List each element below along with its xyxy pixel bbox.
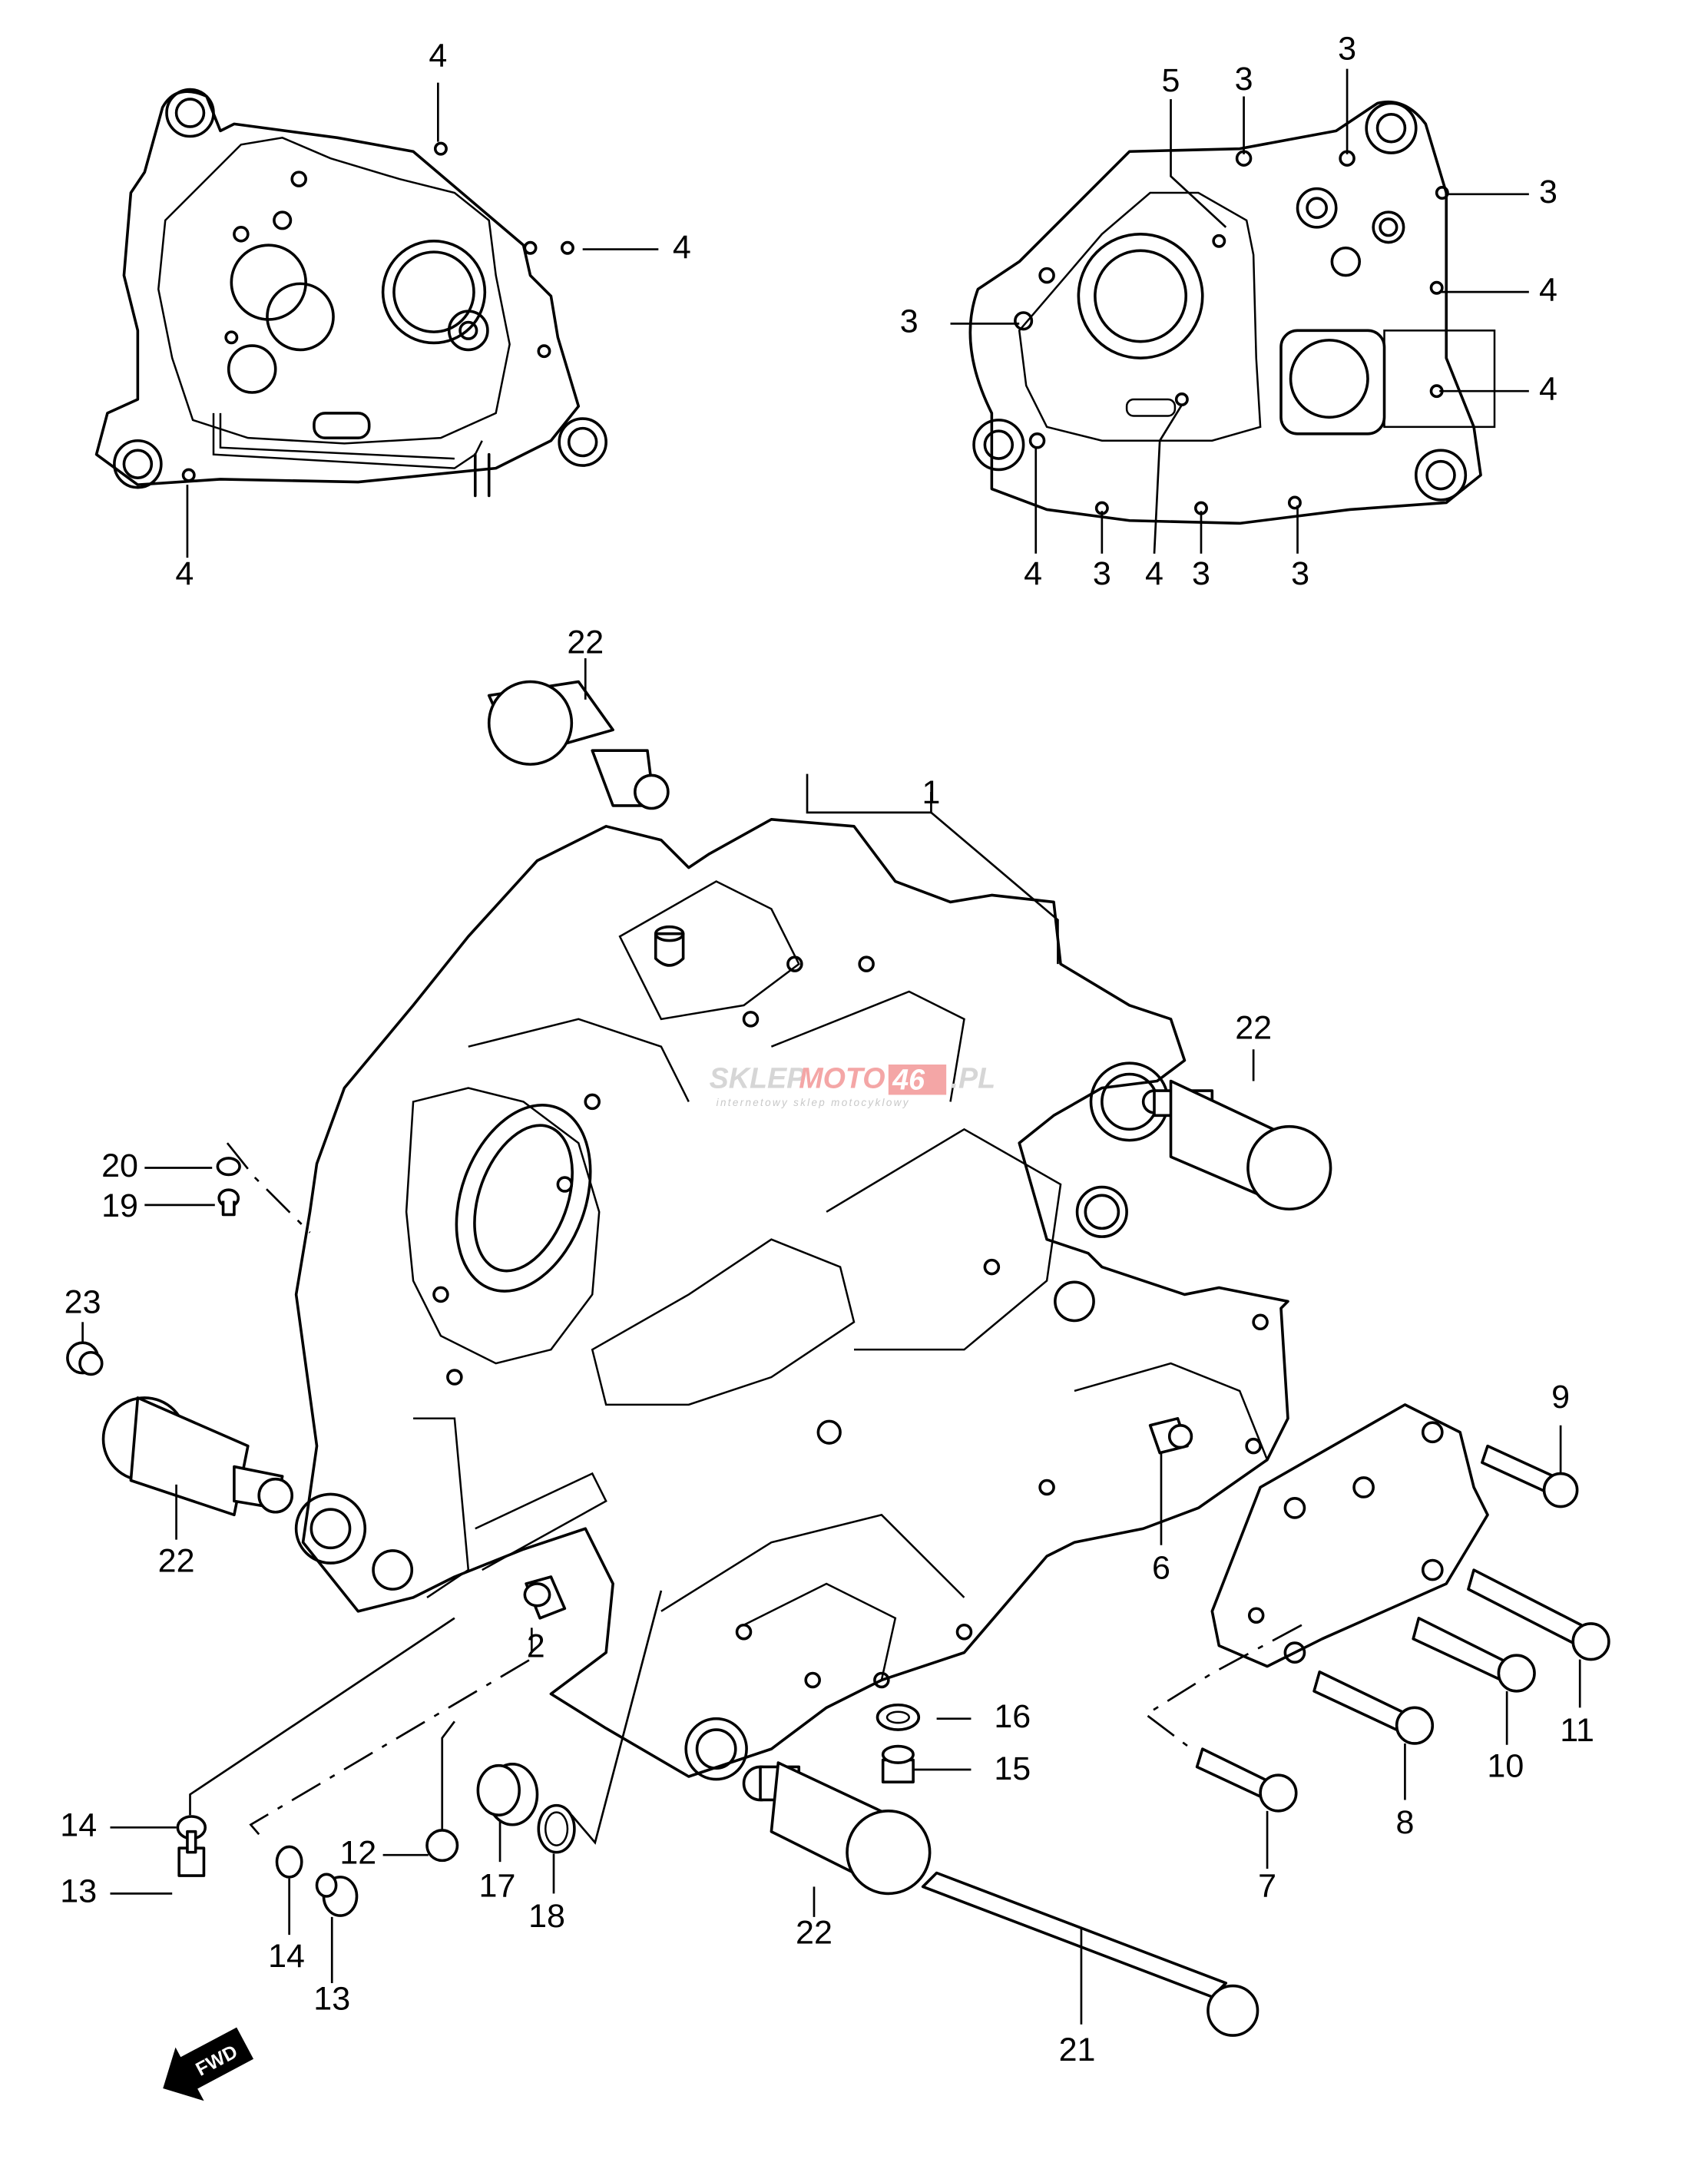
part-22-sleeve-top (487, 680, 670, 810)
part-11-bolt (1467, 1568, 1610, 1661)
callout-5: 5 (1162, 62, 1180, 99)
callout-3: 3 (1291, 555, 1309, 592)
part-17-plug (476, 1763, 539, 1826)
callout-3: 3 (1093, 555, 1111, 592)
part-22-sleeve-bottom (742, 1761, 932, 1896)
part-9-bolt (1481, 1444, 1579, 1508)
watermark-brand-suffix: .PL (951, 1061, 996, 1094)
part-10-bolt (1412, 1617, 1536, 1693)
crankcase-left-half-view (94, 88, 607, 498)
part-21-long-bolt (921, 1871, 1259, 2037)
watermark-brand-grey: SKLEP (710, 1061, 806, 1094)
callout-18: 18 (528, 1898, 565, 1935)
callout-2: 2 (527, 1628, 545, 1665)
watermark-brand-red: MOTO (799, 1061, 885, 1094)
part-13-plug-a (177, 1830, 206, 1877)
callout-22: 22 (158, 1542, 195, 1579)
callout-1: 1 (922, 774, 940, 811)
callout-12: 12 (339, 1835, 376, 1872)
callout-3: 3 (1235, 61, 1253, 98)
callout-3: 3 (1539, 174, 1557, 210)
callout-21: 21 (1059, 2032, 1096, 2068)
part-19-screw (217, 1188, 240, 1217)
callout-4: 4 (1539, 371, 1557, 408)
part-15-plug (881, 1744, 915, 1783)
watermark-red-box (888, 1065, 947, 1095)
callout-22: 22 (1235, 1010, 1272, 1047)
watermark-brand-number: 46 (892, 1063, 925, 1095)
callout-22: 22 (796, 1915, 832, 1952)
crankcase-assembly (294, 818, 1289, 1781)
part-23-plug (66, 1341, 104, 1376)
callout-13: 13 (60, 1873, 97, 1910)
part-22-sleeve-left (101, 1396, 294, 1517)
leader-lines (81, 68, 1581, 2025)
callout-4: 4 (673, 229, 691, 266)
callout-9: 9 (1551, 1379, 1570, 1416)
callout-4: 4 (1145, 555, 1163, 592)
callout-19: 19 (101, 1187, 138, 1224)
part-2-dowel (523, 1575, 567, 1620)
callout-23: 23 (65, 1283, 101, 1320)
part-22-sleeve-right (1141, 1079, 1332, 1211)
side-cover (1210, 1403, 1489, 1668)
callout-15: 15 (994, 1750, 1031, 1787)
callout-8: 8 (1395, 1804, 1414, 1841)
callout-16: 16 (994, 1698, 1031, 1735)
part-16-washer (876, 1703, 921, 1731)
callout-14: 14 (60, 1807, 97, 1844)
callout-4: 4 (1024, 555, 1042, 592)
part-7-bolt (1195, 1747, 1298, 1813)
callout-20: 20 (101, 1147, 138, 1184)
callout-4: 4 (175, 555, 194, 592)
callout-3: 3 (900, 303, 919, 340)
fwd-arrow-icon: FWD (163, 2027, 254, 2101)
part-6-dowel (1148, 1417, 1193, 1455)
callout-13: 13 (313, 1981, 350, 2018)
part-20-washer (216, 1157, 241, 1177)
part-13-plug-b (315, 1873, 359, 1917)
callout-17: 17 (479, 1868, 516, 1905)
callout-3: 3 (1338, 31, 1356, 68)
callout-11: 11 (1560, 1712, 1594, 1749)
watermark: SKLEP MOTO 46 .PL internetowy sklep moto… (710, 1061, 995, 1108)
callout-3: 3 (1192, 555, 1210, 592)
callout-7: 7 (1258, 1868, 1276, 1905)
part-12-dowel (425, 1829, 459, 1863)
part-8-bolt (1312, 1670, 1435, 1745)
part-14-washer-b (275, 1845, 303, 1879)
crankcase-right-half-view (968, 100, 1496, 525)
callout-10: 10 (1487, 1748, 1524, 1785)
callout-6: 6 (1152, 1549, 1170, 1586)
callout-labels: 4 4 4 5 3 3 3 3 4 4 4 3 4 3 3 22 1 22 20… (60, 31, 1594, 2068)
callout-22: 22 (567, 624, 604, 661)
part-18-oring (537, 1803, 576, 1854)
watermark-tagline: internetowy sklep motocyklowy (717, 1097, 910, 1108)
callout-4: 4 (429, 38, 447, 75)
callout-4: 4 (1539, 271, 1557, 308)
callout-14: 14 (268, 1938, 305, 1975)
